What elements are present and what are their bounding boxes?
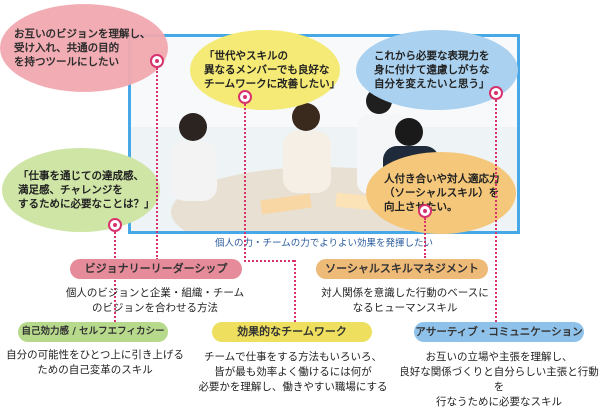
skill-desc-assertive-communication: お互いの立場や主張を理解し、 良好な関係づくりと自分らしい主張と行動を 行なうた… bbox=[399, 351, 599, 408]
target-marker-icon bbox=[108, 218, 122, 232]
skill-label-assertive-communication: アサーティブ・コミュニケーション bbox=[414, 322, 584, 342]
target-marker-icon bbox=[418, 204, 432, 218]
bubble-text: お互いのビジョンを理解し、 受け入れ、共通の目的 を持つツールにしたい bbox=[14, 28, 151, 68]
connector-line bbox=[424, 218, 426, 258]
skill-label-effective-teamwork: 効果的なチームワーク bbox=[212, 322, 372, 342]
skill-label-social-skill-management: ソーシャルスキルマネジメント bbox=[316, 259, 488, 279]
target-marker-icon bbox=[150, 54, 164, 68]
speech-bubble-teamwork: 「世代やスキルの 異なるメンバーでも良好な チームワークに改善したい」 bbox=[190, 30, 340, 110]
speech-bubble-vision-tool: お互いのビジョンを理解し、 受け入れ、共通の目的 を持つツールにしたい bbox=[0, 4, 168, 92]
skill-desc-self-efficacy: 自分の可能性をひとつ上に引き上げる ための自己変革のスキル bbox=[6, 349, 184, 376]
skill-desc-effective-teamwork: チームで仕事をする方法もいろいろ、 皆が最も効率よく働けるには何が 必要かを理解… bbox=[198, 351, 388, 393]
target-marker-icon bbox=[238, 90, 252, 104]
bubble-text: 「仕事を通じての達成感、 満足感、チャレンジを するために必要なことは？」 bbox=[18, 170, 155, 210]
connector-line bbox=[495, 100, 497, 322]
target-marker-icon bbox=[489, 86, 503, 100]
bubble-text: 人付き合いや対人適応力 （ソーシャルスキル）を 向上させたい。 bbox=[384, 173, 500, 213]
skill-label-self-efficacy: 自己効力感 / セルフエフィカシー bbox=[18, 322, 168, 342]
skill-label-visionary-leadership: ビジョナリーリーダーシップ bbox=[70, 259, 242, 279]
connector-line bbox=[244, 104, 246, 258]
skill-desc-social-skill-management: 対人関係を意識した行動のベースに なるヒューマンスキル bbox=[321, 287, 489, 314]
connector-line bbox=[294, 260, 296, 322]
connector-line bbox=[244, 260, 294, 262]
bubble-text: 「世代やスキルの 異なるメンバーでも良好な チームワークに改善したい」 bbox=[204, 50, 341, 90]
bubble-text: これから必要な表現力を 身に付けて遠慮しがちな 自分を変えたいと思う」 bbox=[374, 50, 490, 90]
skill-desc-visionary-leadership: 個人のビジョンと企業・組織・チーム のビジョンを合わせる方法 bbox=[65, 287, 245, 314]
connector-line bbox=[156, 68, 158, 260]
speech-bubble-achievement: 「仕事を通じての達成感、 満足感、チャレンジを するために必要なことは？」 bbox=[2, 148, 160, 232]
photo-caption: 個人の力・チームの力でよりよい効果を発揮したい bbox=[214, 238, 434, 249]
speech-bubble-social-skill: 人付き合いや対人適応力 （ソーシャルスキル）を 向上させたい。 bbox=[366, 152, 516, 234]
